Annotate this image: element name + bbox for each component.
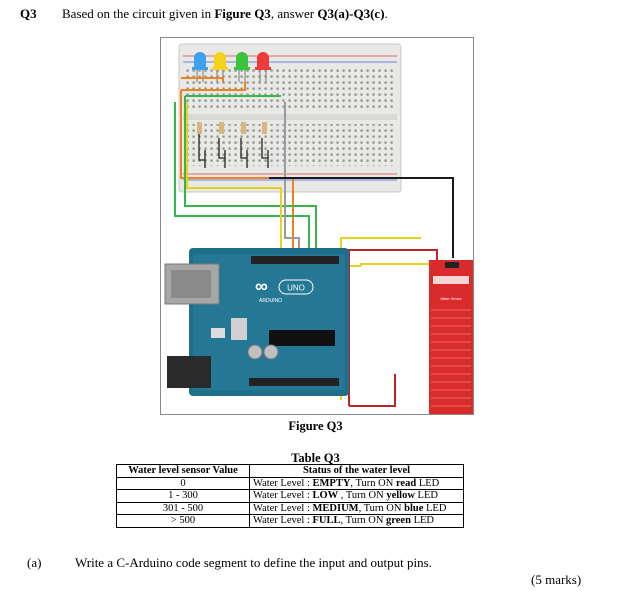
status-cell: Water Level : MEDIUM, Turn ON blue LED xyxy=(249,501,464,515)
sensor-value-cell: 0 xyxy=(116,476,250,490)
header-status: Status of the water level xyxy=(249,464,464,478)
led-blue xyxy=(192,52,208,82)
figure-caption: Figure Q3 xyxy=(288,419,343,433)
water-sensor: Water Sensor xyxy=(429,260,473,414)
question-text-figure-ref: Figure Q3 xyxy=(214,6,271,21)
arduino-board: ∞ UNO ARDUINO xyxy=(164,248,349,396)
question-number: Q3 xyxy=(20,6,37,21)
part-a-label: (a) xyxy=(27,555,42,570)
question-text: Based on the circuit given in Figure Q3,… xyxy=(62,6,388,22)
sensor-value-cell: 1 - 300 xyxy=(116,489,250,503)
led-green xyxy=(234,52,250,82)
water-level-table: Water level sensor Value Status of the w… xyxy=(116,464,464,528)
question-text-range: Q3(a)-Q3(c) xyxy=(317,6,385,21)
board-logo: UNO xyxy=(287,284,305,293)
question-text-end: . xyxy=(384,6,388,21)
arduino-infinity-logo: ∞ xyxy=(255,276,268,296)
resistor-leads xyxy=(198,134,269,168)
part-a-marks: (5 marks) xyxy=(531,572,582,587)
sensor-value-cell: 301 - 500 xyxy=(116,501,250,515)
table-caption: Table Q3 xyxy=(291,451,340,465)
header-sensor-value: Water level sensor Value xyxy=(116,464,250,478)
table-row: > 500 Water Level : FULL, Turn ON green … xyxy=(116,514,464,528)
resistors xyxy=(197,122,267,134)
table-row: 301 - 500 Water Level : MEDIUM, Turn ON … xyxy=(116,501,464,515)
status-cell: Water Level : FULL, Turn ON green LED xyxy=(249,514,464,528)
table-row: 0 Water Level : EMPTY, Turn ON read LED xyxy=(116,476,464,490)
led-yellow xyxy=(212,52,228,82)
table-header-row: Water level sensor Value Status of the w… xyxy=(116,464,464,478)
sensor-label: Water Sensor xyxy=(440,297,462,301)
question-text-suffix: , answer xyxy=(270,6,318,21)
board-sublabel: ARDUINO xyxy=(259,298,282,304)
part-a-question: Write a C-Arduino code segment to define… xyxy=(75,555,432,570)
status-cell: Water Level : LOW , Turn ON yellow LED xyxy=(249,489,464,503)
circuit-diagram: ∞ UNO ARDUINO Water Sensor xyxy=(164,43,473,414)
led-red xyxy=(255,52,271,82)
sensor-value-cell: > 500 xyxy=(116,514,250,528)
table-row: 1 - 300 Water Level : LOW , Turn ON yell… xyxy=(116,489,464,503)
circuit-figure: ∞ UNO ARDUINO Water Sensor xyxy=(160,37,474,415)
status-cell: Water Level : EMPTY, Turn ON read LED xyxy=(249,476,464,490)
question-text-prefix: Based on the circuit given in xyxy=(62,6,215,21)
